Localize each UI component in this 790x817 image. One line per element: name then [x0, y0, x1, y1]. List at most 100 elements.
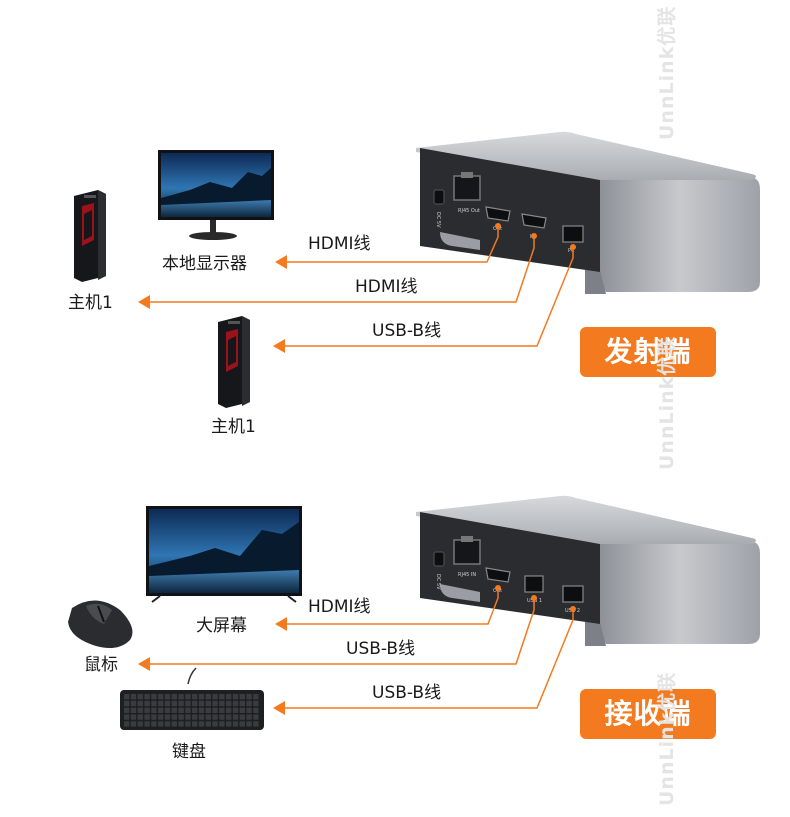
keyboard-key: [124, 707, 130, 713]
keyboard-key: [246, 714, 252, 720]
hdmi-out-port: [485, 206, 511, 222]
rj45-port: [453, 175, 481, 201]
arrow-to-host-bottom: [273, 339, 285, 353]
keyboard-key: [253, 721, 259, 727]
keyboard-image: [120, 667, 264, 730]
cable-hdmi-out-line: [285, 226, 499, 263]
keyboard-key: [164, 694, 171, 700]
port-label-rj45: RJ45 IN: [458, 572, 476, 578]
keyboard-key: [124, 700, 130, 707]
keyboard-key: [137, 700, 143, 707]
port-label-rj45: RJ45 Out: [458, 208, 480, 214]
keyboard-key: [178, 694, 184, 700]
keyboard-key: [219, 707, 225, 713]
receiver-cables: [148, 588, 574, 709]
keyboard-key: [205, 721, 211, 727]
keyboard-key: [130, 707, 137, 713]
host-bottom-label: 主机1: [211, 417, 256, 437]
hdmi-in-port: [521, 213, 547, 229]
keyboard-key: [178, 714, 184, 720]
keyboard-key: [246, 694, 252, 700]
keyboard-key: [239, 721, 245, 727]
keyboard-key: [171, 707, 177, 713]
keyboard-key: [130, 700, 137, 707]
keyboard-key: [219, 721, 225, 727]
keyboard-key: [212, 714, 218, 720]
keyboard-key: [226, 721, 232, 727]
keyboard-key: [226, 707, 232, 713]
watermark-top: UnnLink优联: [656, 5, 678, 140]
local-monitor-label: 本地显示器: [162, 254, 247, 274]
keyboard-key: [130, 721, 137, 727]
keyboard-key: [185, 707, 191, 713]
keyboard-key: [205, 707, 211, 713]
keyboard-key: [171, 694, 177, 700]
keyboard-key: [198, 700, 205, 707]
port-label-dc: DC 5V: [435, 212, 441, 228]
arrow-to-monitor: [275, 255, 287, 269]
keyboard-key: [205, 700, 211, 707]
keyboard-key: [239, 694, 245, 700]
keyboard-key: [219, 700, 225, 707]
keyboard-key: [232, 707, 239, 713]
keyboard-key: [205, 694, 211, 700]
cable-usb-keyboard-line: [283, 609, 574, 709]
receiver-device: [416, 495, 760, 646]
cable-label-hdmi-in: HDMI线: [355, 277, 418, 297]
keyboard-key: [239, 700, 245, 707]
watermark-bottom: UnnLink优联: [656, 671, 678, 806]
keyboard-key: [198, 714, 205, 720]
keyboard-key: [158, 721, 164, 727]
keyboard-key: [158, 694, 164, 700]
keyboard-key: [212, 721, 218, 727]
keyboard-key: [164, 714, 171, 720]
host-top-label: 主机1: [68, 293, 113, 313]
arrow-to-mouse: [138, 657, 150, 671]
keyboard-key: [178, 721, 184, 727]
transmitter-cables: [148, 226, 574, 347]
keyboard-key: [164, 700, 171, 707]
keyboard-key: [219, 694, 225, 700]
usb-2-port: [562, 585, 584, 603]
cable-usb-mouse-line: [148, 598, 535, 665]
arrow-to-keyboard: [273, 701, 285, 715]
keyboard-key: [212, 694, 218, 700]
keyboard-key: [178, 707, 184, 713]
keyboard-key: [253, 714, 259, 720]
cable-label-hdmi-out: HDMI线: [308, 234, 371, 254]
keyboard-key: [253, 700, 259, 707]
transmitter-badge: 发射端: [580, 327, 716, 377]
keyboard-key: [185, 714, 191, 720]
keyboard-key: [124, 721, 130, 727]
keyboard-key: [198, 707, 205, 713]
keyboard-key: [246, 721, 252, 727]
local-monitor-image: [158, 150, 274, 240]
tv-screen-image: [146, 506, 302, 603]
keyboard-key: [246, 707, 252, 713]
keyboard-key: [198, 721, 205, 727]
keyboard-key: [164, 721, 171, 727]
keyboard-key: [192, 700, 198, 707]
keyboard-key: [171, 714, 177, 720]
keyboard-key: [151, 694, 157, 700]
mouse-image: [68, 600, 133, 648]
keyboard-key: [212, 700, 218, 707]
port-label-usb: PC: [568, 248, 575, 254]
keyboard-key: [130, 694, 137, 700]
keyboard-key: [178, 700, 184, 707]
keyboard-key: [171, 721, 177, 727]
cable-label-hdmi: HDMI线: [308, 597, 371, 617]
keyboard-key: [144, 714, 150, 720]
cable-label-usb: USB-B线: [372, 321, 442, 341]
keyboard-key: [212, 707, 218, 713]
keyboard-key: [124, 694, 130, 700]
keyboard-key: [192, 707, 198, 713]
keyboard-key: [232, 700, 239, 707]
keyboard-key: [219, 714, 225, 720]
keyboard-key: [158, 707, 164, 713]
watermark-middle: UnnLink优联: [656, 335, 678, 470]
keyboard-key: [137, 694, 143, 700]
keyboard-key: [185, 700, 191, 707]
usb-1-port: [524, 575, 544, 593]
host-tower-top-image: [74, 190, 106, 282]
